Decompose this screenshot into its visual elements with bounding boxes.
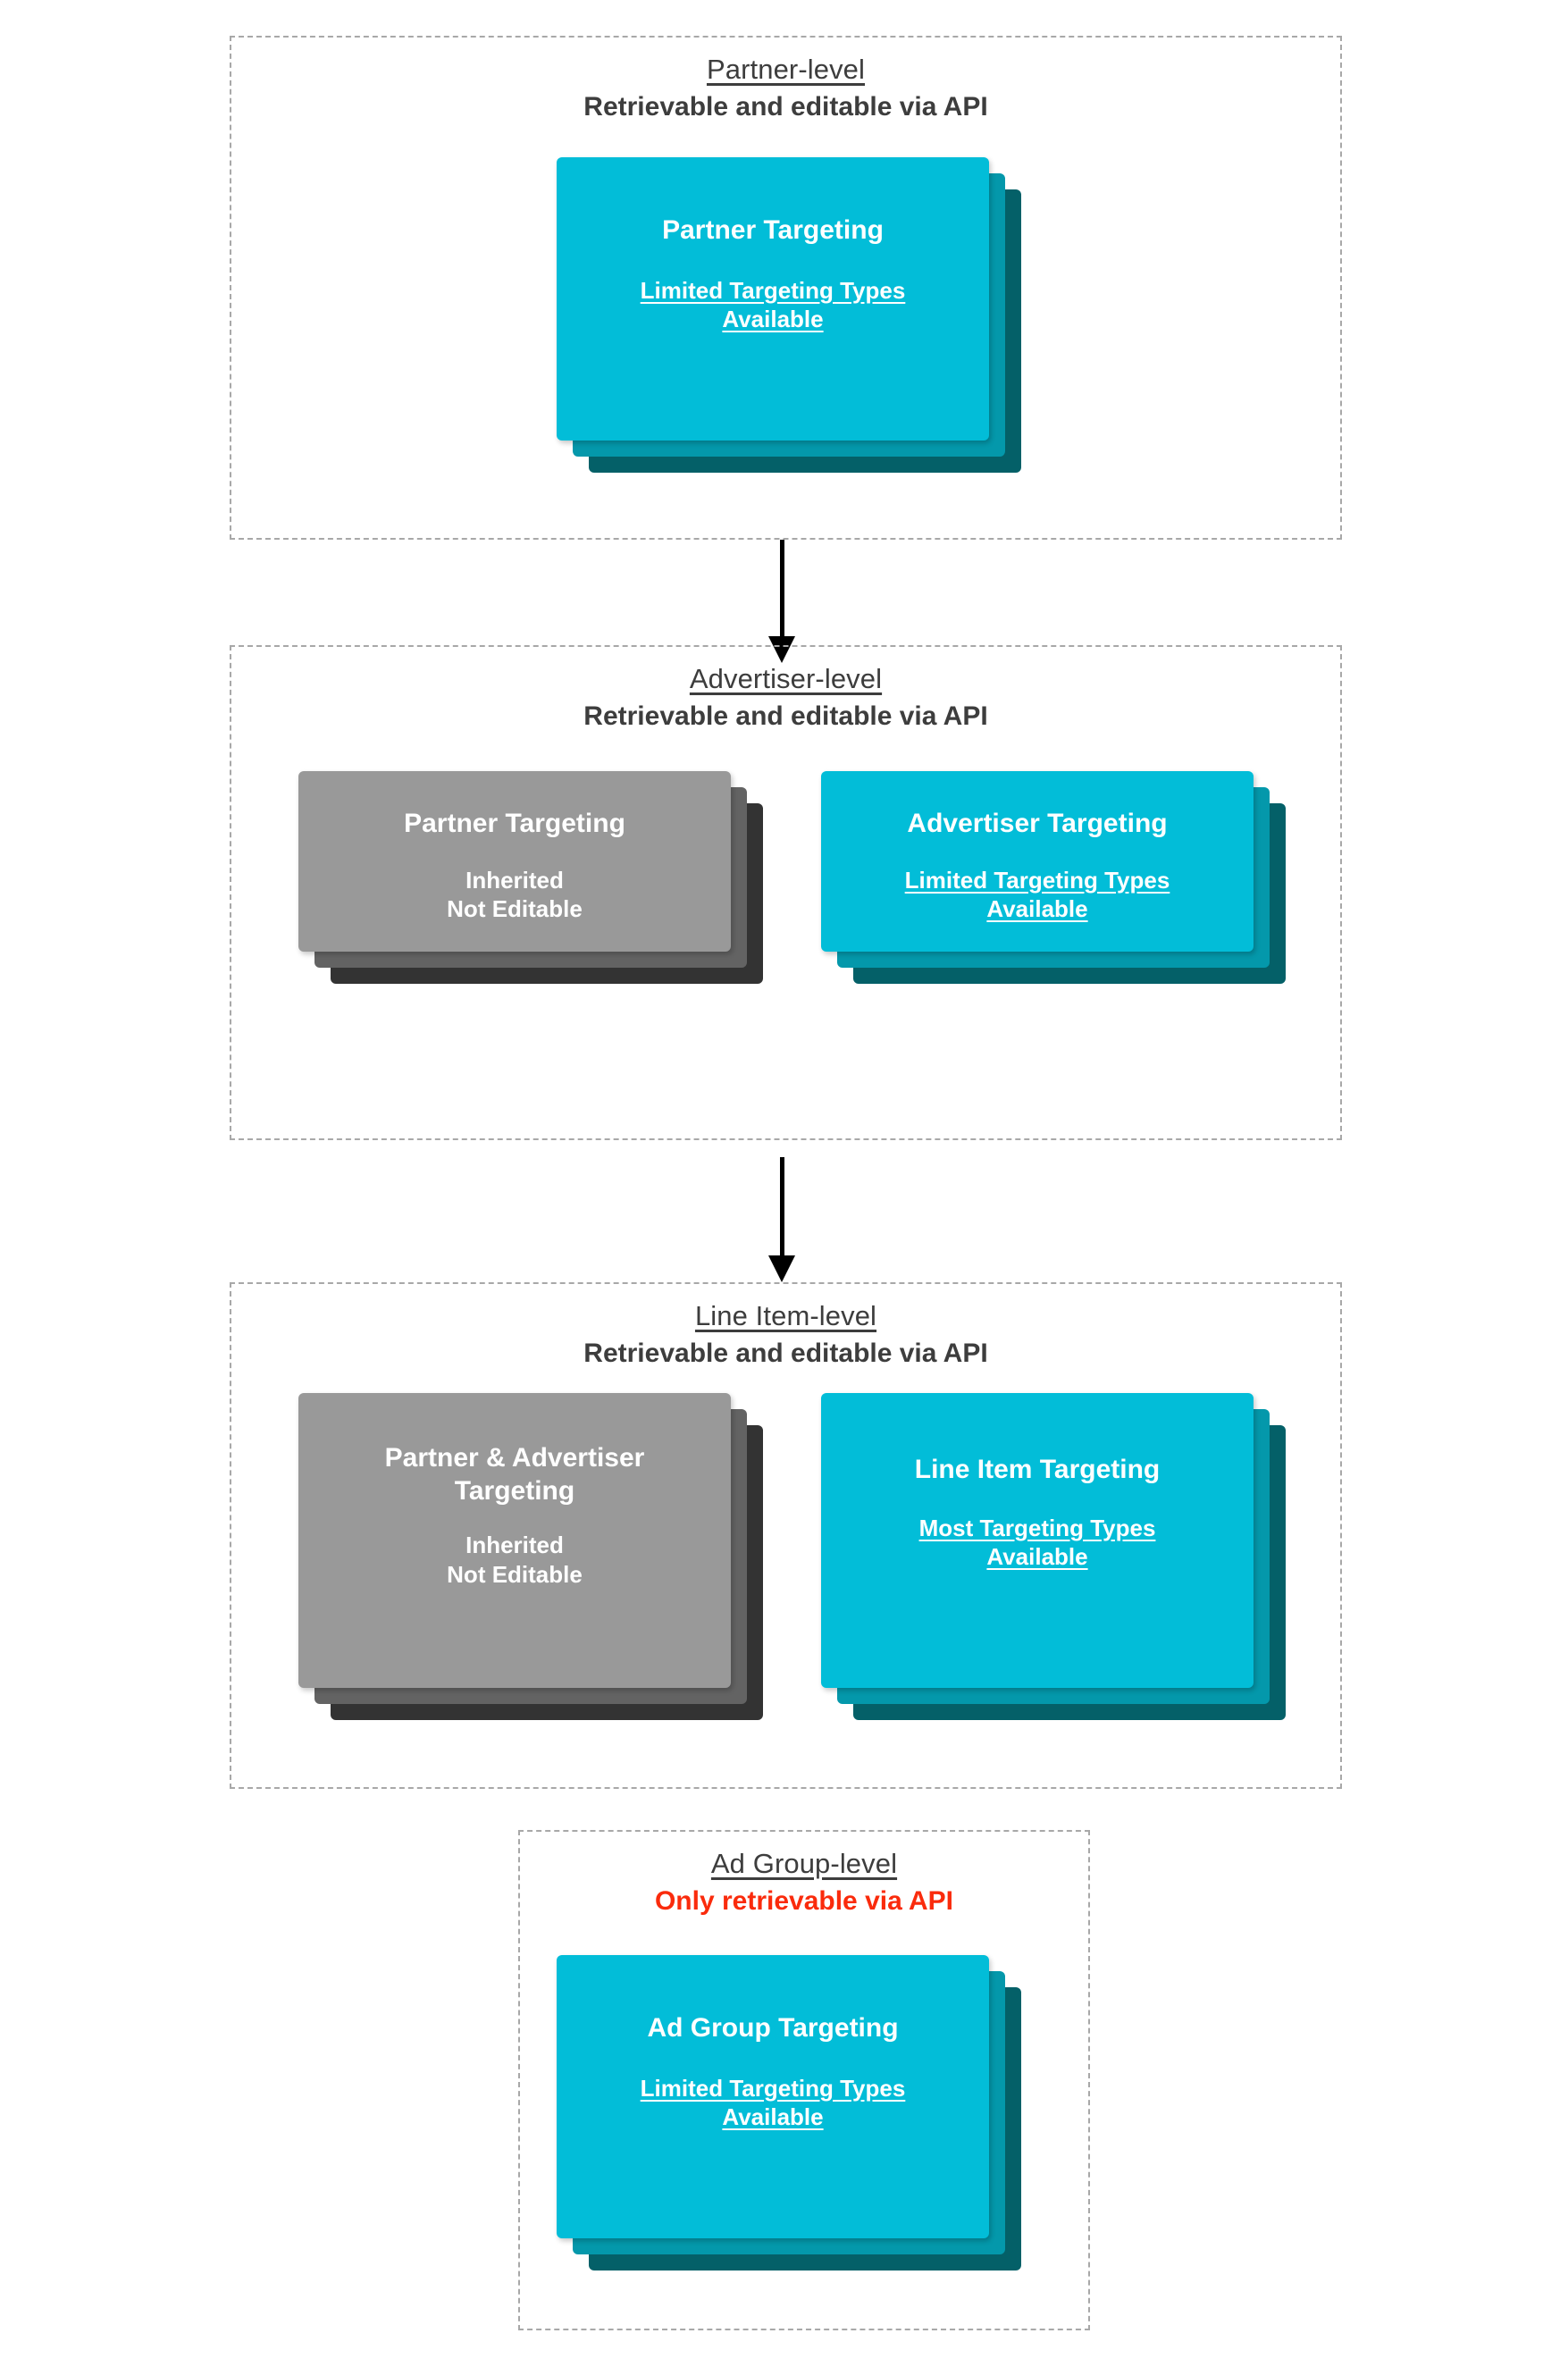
- card-partner-targeting[interactable]: Partner Targeting Limited Targeting Type…: [557, 157, 989, 441]
- card-title: Partner Targeting: [662, 215, 884, 245]
- level-header-ad-group: Ad Group-level Only retrievable via API: [520, 1848, 1088, 1918]
- connector-advertiser-to-line-item: [764, 1157, 800, 1282]
- card-subtitle-line-2: Not Editable: [447, 895, 583, 923]
- card-stack-inherited-partner-advertiser-targeting[interactable]: Partner & Advertiser Targeting Inherited…: [298, 1393, 763, 1720]
- level-subtitle-ad-group: Only retrievable via API: [654, 1885, 954, 1916]
- connector-arrowhead: [768, 1255, 795, 1282]
- level-header-line-item: Line Item-level Retrievable and editable…: [231, 1300, 1340, 1370]
- card-line-item-targeting[interactable]: Line Item Targeting Most Targeting Types…: [821, 1393, 1254, 1688]
- level-title-ad-group: Ad Group-level: [710, 1848, 898, 1879]
- card-subtitle-line-2: Available: [722, 2103, 824, 2131]
- card-stack-partner-targeting[interactable]: Partner Targeting Limited Targeting Type…: [557, 157, 1021, 473]
- card-title: Ad Group Targeting: [647, 2013, 899, 2043]
- card-subtitle-line-1: Limited Targeting Types: [640, 276, 906, 304]
- connector-shaft: [779, 1157, 784, 1255]
- card-inherited-partner-advertiser-targeting[interactable]: Partner & Advertiser Targeting Inherited…: [298, 1393, 731, 1688]
- level-title-line-item: Line Item-level: [694, 1300, 877, 1331]
- card-stack-inherited-partner-targeting[interactable]: Partner Targeting Inherited Not Editable: [298, 771, 763, 984]
- level-header-partner: Partner-level Retrievable and editable v…: [231, 54, 1340, 123]
- card-subtitle-line-2: Not Editable: [447, 1560, 583, 1588]
- level-panel-advertiser: Advertiser-level Retrievable and editabl…: [230, 645, 1342, 1140]
- level-panel-ad-group: Ad Group-level Only retrievable via API …: [518, 1830, 1090, 2330]
- card-title: Partner Targeting: [404, 809, 625, 838]
- level-header-advertiser: Advertiser-level Retrievable and editabl…: [231, 663, 1340, 733]
- card-stack-line-item-targeting[interactable]: Line Item Targeting Most Targeting Types…: [821, 1393, 1286, 1720]
- card-advertiser-targeting[interactable]: Advertiser Targeting Limited Targeting T…: [821, 771, 1254, 952]
- card-ad-group-targeting[interactable]: Ad Group Targeting Limited Targeting Typ…: [557, 1955, 989, 2238]
- card-subtitle-line-2: Available: [986, 1543, 1088, 1571]
- card-title: Advertiser Targeting: [907, 809, 1168, 838]
- level-title-advertiser: Advertiser-level: [689, 663, 883, 694]
- card-subtitle-line-2: Available: [986, 895, 1088, 923]
- level-subtitle-partner: Retrievable and editable via API: [583, 91, 988, 122]
- card-subtitle-line-1: Most Targeting Types: [918, 1514, 1156, 1541]
- connector-shaft: [779, 540, 784, 636]
- card-subtitle-line-1: Limited Targeting Types: [904, 866, 1170, 894]
- card-title: Line Item Targeting: [914, 1455, 1161, 1484]
- card-stack-ad-group-targeting[interactable]: Ad Group Targeting Limited Targeting Typ…: [557, 1955, 1021, 2270]
- level-panel-partner: Partner-level Retrievable and editable v…: [230, 36, 1342, 540]
- card-inherited-partner-targeting[interactable]: Partner Targeting Inherited Not Editable: [298, 771, 731, 952]
- connector-partner-to-advertiser: [764, 540, 800, 663]
- card-title: Partner & Advertiser Targeting: [384, 1443, 645, 1506]
- card-stack-advertiser-targeting[interactable]: Advertiser Targeting Limited Targeting T…: [821, 771, 1286, 984]
- level-subtitle-advertiser: Retrievable and editable via API: [583, 701, 988, 731]
- level-subtitle-line-item: Retrievable and editable via API: [583, 1338, 988, 1368]
- connector-arrowhead: [768, 636, 795, 663]
- card-subtitle-line-1: Inherited: [465, 866, 564, 894]
- card-subtitle-line-1: Inherited: [465, 1532, 564, 1559]
- card-subtitle-line-2: Available: [722, 306, 824, 333]
- level-title-partner: Partner-level: [706, 54, 866, 85]
- card-subtitle-line-1: Limited Targeting Types: [640, 2074, 906, 2102]
- level-panel-line-item: Line Item-level Retrievable and editable…: [230, 1282, 1342, 1789]
